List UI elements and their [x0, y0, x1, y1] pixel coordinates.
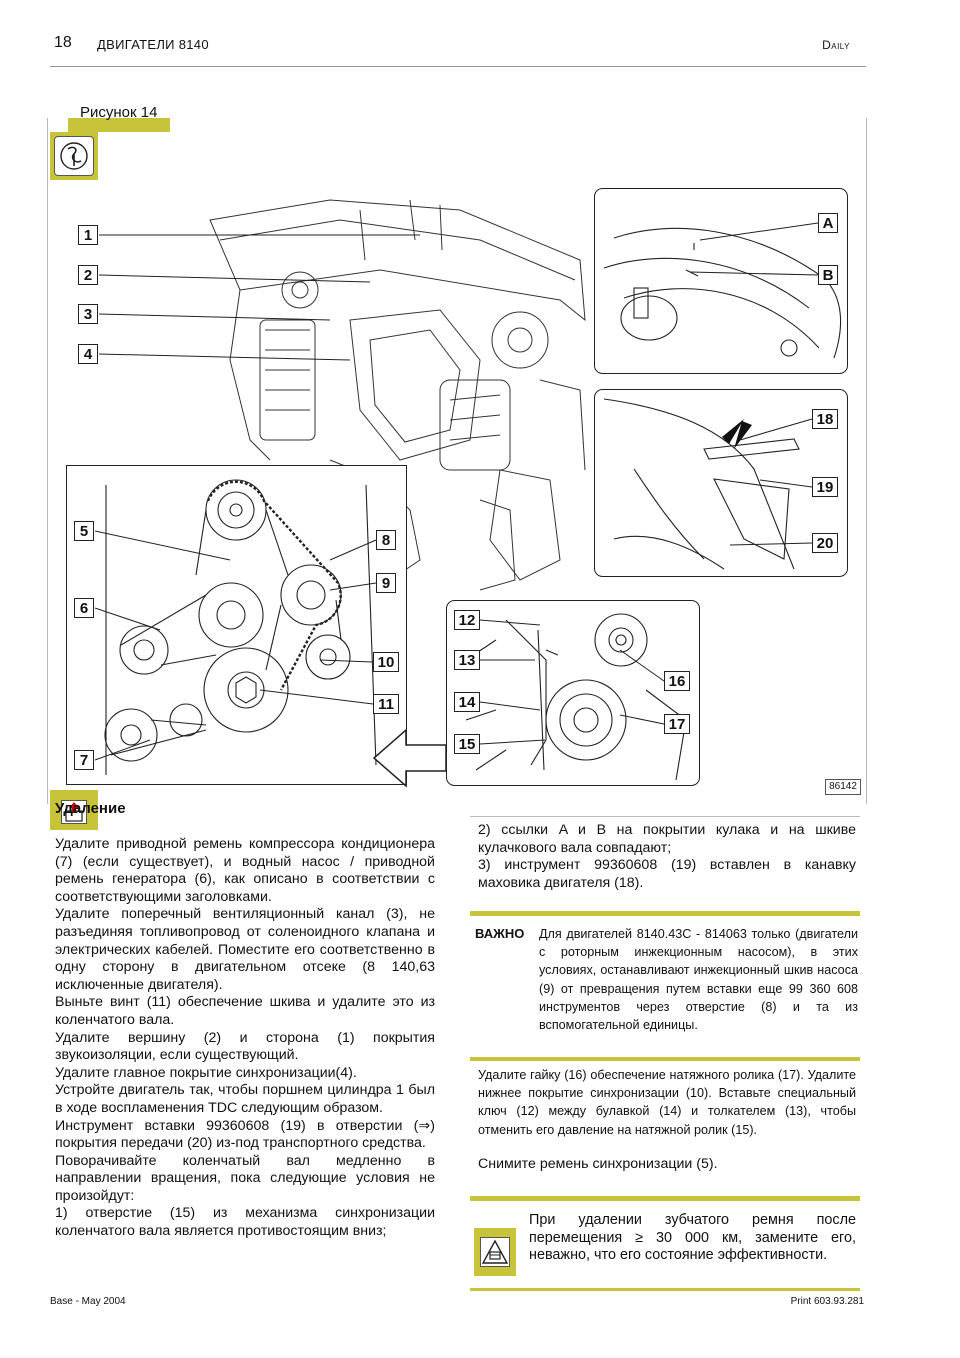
- condition-line: 3) инструмент 99360608 (19) вставлен в к…: [478, 857, 856, 891]
- callout-17: 17: [664, 714, 690, 734]
- figure-frame-right: [866, 118, 867, 804]
- belt-drive-drawing: [66, 465, 407, 785]
- left-paragraph: Удалите поперечный вентиляционный канал …: [55, 906, 435, 993]
- figure-code: 86142: [825, 779, 861, 795]
- callout-A: A: [818, 213, 838, 233]
- warning-bar-bottom: [470, 1288, 860, 1291]
- leader-lines: [94, 222, 819, 761]
- right-top-rule: [470, 816, 860, 817]
- callout-13: 13: [454, 650, 480, 670]
- left-paragraph: Удалите главное покрытие синхронизации(4…: [55, 1064, 357, 1081]
- important-bar-top: [470, 911, 860, 916]
- engine-part-icon: [50, 132, 98, 180]
- callout-14: 14: [454, 692, 480, 712]
- callout-2: 2: [78, 265, 98, 285]
- callout-10: 10: [373, 652, 399, 672]
- left-paragraph: Выньте винт (11) обеспечение шкива и уда…: [55, 994, 435, 1028]
- callout-19: 19: [812, 477, 838, 497]
- page-number: 18: [54, 34, 72, 51]
- callout-15: 15: [454, 734, 480, 754]
- left-paragraph: Устройте двигатель так, чтобы поршнем ци…: [55, 1082, 435, 1116]
- header-rule: [50, 66, 866, 67]
- callout-9: 9: [376, 573, 396, 593]
- section-title: Удаление: [55, 800, 126, 817]
- important-bar-bottom: [470, 1057, 860, 1061]
- belt-step: Снимите ремень синхронизации (5).: [478, 1156, 718, 1172]
- belt-warning-icon: [474, 1228, 516, 1276]
- left-paragraph: Поворачивайте коленчатый вал медленно в …: [55, 1152, 435, 1204]
- callout-8: 8: [376, 530, 396, 550]
- figure-frame-left: [47, 118, 48, 804]
- flywheel-tool-detail: [594, 389, 848, 577]
- warning-text: При удалении зубчатого ремня после перем…: [529, 1212, 856, 1264]
- callout-1: 1: [78, 225, 98, 245]
- left-paragraph: Удалите приводной ремень компрессора кон…: [55, 836, 435, 905]
- left-paragraph: Инструмент вставки 99360608 (19) в отвер…: [55, 1117, 435, 1152]
- removal-arrow-icon: [50, 790, 98, 830]
- important-text: Для двигателей 8140.43С - 814063 только …: [539, 927, 858, 1033]
- left-paragraph: Удалите вершину (2) и сторона (1) покрыт…: [55, 1029, 435, 1064]
- footer-left: Base - May 2004: [50, 1296, 126, 1307]
- callout-6: 6: [74, 598, 94, 618]
- callout-B: B: [818, 265, 838, 285]
- callout-5: 5: [74, 521, 94, 541]
- important-label: ВАЖНО: [475, 926, 525, 941]
- callout-20: 20: [812, 533, 838, 553]
- steps-text: Удалите гайку (16) обеспечение натяжного…: [478, 1068, 856, 1137]
- figure-label: Рисунок 14: [80, 104, 158, 121]
- header-title: ДВИГАТЕЛИ 8140: [97, 37, 209, 52]
- callout-12: 12: [454, 610, 480, 630]
- right-continuation: 2) ссылки A и B на покрытии кулака и на …: [478, 822, 856, 892]
- figure-label-bar: [68, 118, 170, 132]
- left-paragraph: 1) отверстие (15) из механизма синхрониз…: [55, 1205, 435, 1240]
- callout-4: 4: [78, 344, 98, 364]
- left-column: Удалите приводной ремень компрессора кон…: [55, 836, 435, 1241]
- callout-7: 7: [74, 750, 94, 770]
- callout-16: 16: [664, 671, 690, 691]
- view-arrow-icon: [372, 728, 447, 788]
- warning-bar-top: [470, 1196, 860, 1201]
- tensioner-detail: [446, 600, 700, 786]
- callout-11: 11: [373, 694, 399, 714]
- header-brand: Daily: [822, 38, 850, 52]
- condition-line: 2) ссылки A и B на покрытии кулака и на …: [478, 822, 856, 856]
- timing-marks-detail: [594, 188, 848, 374]
- footer-right: Print 603.93.281: [790, 1296, 864, 1307]
- callout-18: 18: [812, 409, 838, 429]
- callout-3: 3: [78, 304, 98, 324]
